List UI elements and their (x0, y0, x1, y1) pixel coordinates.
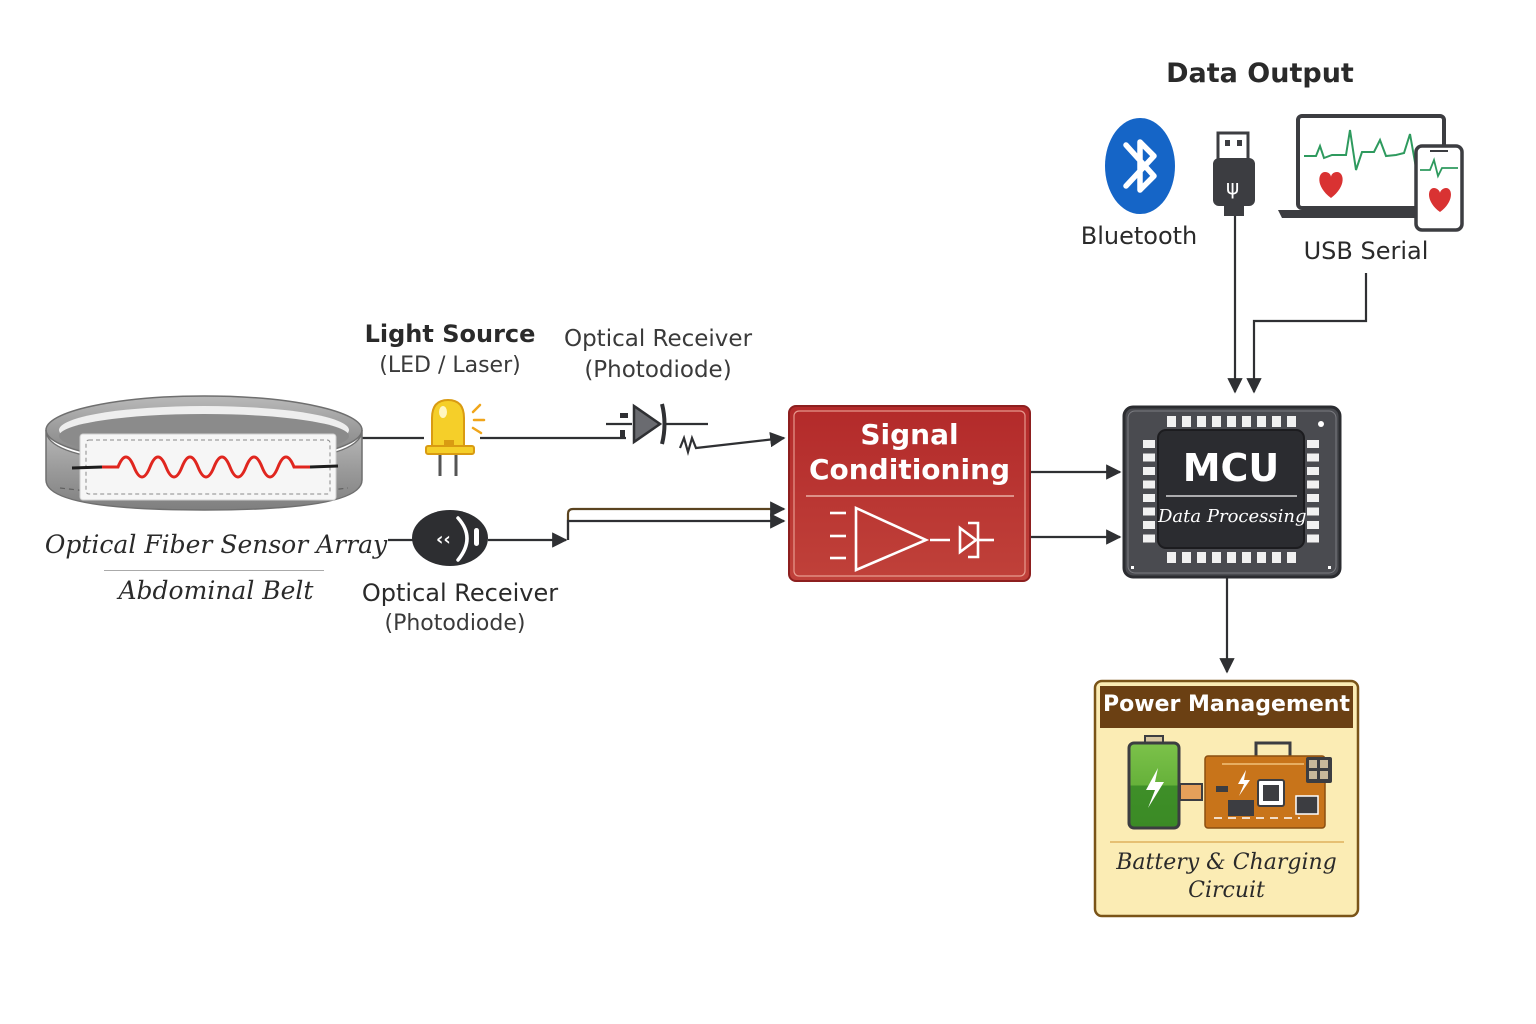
photodiode-to-signal-arrow (678, 431, 786, 457)
battery-icon (1127, 735, 1203, 830)
chip-pin (1307, 467, 1319, 475)
chip-pin (1227, 552, 1236, 563)
receiver-bottom-title: Optical Receiver (361, 579, 559, 607)
svg-text:ψ: ψ (1226, 175, 1239, 199)
chip-pin (1182, 552, 1191, 563)
chip-pin (1287, 416, 1296, 427)
connectors (362, 212, 1368, 674)
devices-to-mcu-arrow (1246, 273, 1368, 394)
heart-icon (1429, 188, 1451, 212)
chip-pin (1143, 453, 1155, 462)
sensor-title: Optical Fiber Sensor Array (44, 530, 388, 559)
receiver-to-signal-arrow-b (566, 513, 786, 540)
fiber-sensor-wave (101, 455, 310, 479)
chip-pin (1143, 534, 1155, 543)
charging-board-icon (1204, 741, 1332, 829)
receiver-top-title: Optical Receiver (563, 326, 753, 352)
chip-pin (1167, 416, 1176, 427)
receiver-bottom-subtitle: (Photodiode) (384, 611, 526, 636)
bluetooth-icon (1105, 118, 1175, 214)
chip-pin (1212, 416, 1221, 427)
chip-pin (1287, 552, 1296, 563)
signal-conditioning-title-line2: Conditioning (808, 453, 1011, 486)
mcu-title: MCU (1182, 446, 1280, 490)
chip-pin (1307, 480, 1319, 489)
bluetooth-label: Bluetooth (1080, 222, 1198, 250)
usb-serial-label: USB Serial (1303, 237, 1429, 265)
heart-icon (1319, 172, 1343, 198)
power-title: Power Management (1103, 692, 1350, 717)
chip-pin (1272, 416, 1281, 427)
chip-pin (1167, 552, 1176, 563)
sensor-subtitle: Abdominal Belt (118, 576, 314, 605)
led-icon (425, 398, 486, 476)
chip-pin (1307, 494, 1319, 502)
chip-pin (1257, 552, 1266, 563)
chip-pin (1212, 552, 1221, 563)
chip-pin (1143, 467, 1155, 475)
chip-pin (1272, 552, 1281, 563)
power-management-block (1093, 679, 1360, 918)
chip-pin (1143, 440, 1155, 448)
photodiode-symbol-icon (606, 403, 667, 445)
chip-pin (1197, 552, 1206, 563)
signal-conditioning-title-line1: Signal (860, 418, 959, 451)
chip-pin (1307, 453, 1319, 462)
amplifier-icon (830, 505, 994, 572)
phone-ecg-icon (1414, 144, 1464, 232)
data-output-title: Data Output (1166, 58, 1354, 89)
mcu-subtitle: Data Processing (1158, 506, 1307, 527)
receiver-to-signal-arrow-a (566, 501, 786, 540)
photodiode-lens-icon: ‹‹ (412, 510, 488, 566)
usb-plug-icon: ψ (1213, 131, 1255, 216)
abdominal-belt-icon (45, 395, 363, 511)
chip-pin (1242, 552, 1251, 563)
sensor-divider (104, 570, 324, 571)
chip-pin (1242, 416, 1251, 427)
chip-pin (1257, 416, 1266, 427)
chip-pin (1143, 507, 1155, 516)
light-source-subtitle: (LED / Laser) (379, 353, 521, 378)
chip-pin (1307, 521, 1319, 529)
signal-conditioning-block (788, 405, 1031, 582)
receiver-top-subtitle: (Photodiode) (584, 357, 732, 383)
chip-pin (1307, 440, 1319, 448)
power-line2: Circuit (1188, 878, 1265, 903)
light-rays-icon (471, 403, 486, 435)
power-line1: Battery & Charging (1116, 850, 1337, 875)
chip-pin (1182, 416, 1191, 427)
chip-pin (1307, 534, 1319, 543)
chip-pin (1307, 507, 1319, 516)
chip-pin (1143, 480, 1155, 489)
svg-text:‹‹: ‹‹ (436, 529, 451, 550)
chip-pin (1197, 416, 1206, 427)
chip-pin (1143, 521, 1155, 529)
light-source-title: Light Source (364, 320, 536, 348)
chip-pin (1227, 416, 1236, 427)
chip-pin (1143, 494, 1155, 502)
chip-icon (1122, 405, 1342, 579)
